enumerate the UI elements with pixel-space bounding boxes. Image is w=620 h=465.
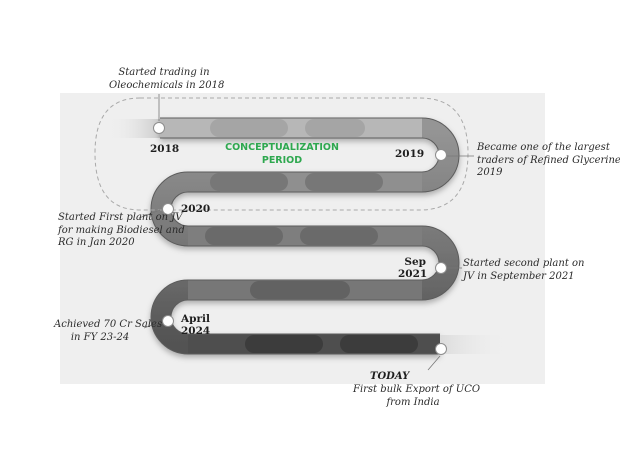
milestone-dot-2020: [162, 203, 174, 215]
road-start-fade: [108, 119, 162, 138]
milestone-dot-today: [435, 343, 447, 355]
milestone-dot-2021: [435, 262, 447, 274]
milestone-2018-year: 2018: [150, 143, 180, 155]
milestone-dot-2024: [162, 315, 174, 327]
milestone-2020-year: 2020: [181, 203, 211, 215]
period-line-2: PERIOD: [261, 155, 303, 166]
milestone-dots: [153, 122, 447, 355]
road-dashes: [205, 119, 418, 353]
milestone-2020-description: Started First plant on JV for making Bio…: [58, 212, 185, 248]
road-end-fade: [440, 335, 510, 354]
milestone-2019-year: 2019: [395, 148, 425, 160]
milestone-2018-description: Started trading in Oleochemicals in 2018: [109, 67, 225, 91]
milestone-today-description: First bulk Export of UCO from India: [353, 384, 481, 408]
milestone-2024-year: April 2024: [181, 313, 211, 337]
milestone-dot-2018: [153, 122, 165, 134]
milestone-2019-description: Became one of the largest traders of Ref…: [477, 142, 620, 178]
milestone-2024-description: Achieved 70 Cr Sales in FY 23-24: [54, 319, 163, 343]
milestone-2021-year: Sep 2021: [398, 256, 428, 280]
milestone-today-tag: TODAY: [370, 371, 410, 382]
connector-lines: [138, 94, 474, 371]
conceptualization-boundary: [94, 97, 469, 211]
period-line-1: CONCEPTUALIZATION: [225, 142, 339, 153]
milestone-2021-description: Started second plant on JV in September …: [463, 258, 585, 282]
conceptualization-period-label: CONCEPTUALIZATION PERIOD: [222, 141, 342, 167]
milestone-dot-2019: [435, 149, 447, 161]
